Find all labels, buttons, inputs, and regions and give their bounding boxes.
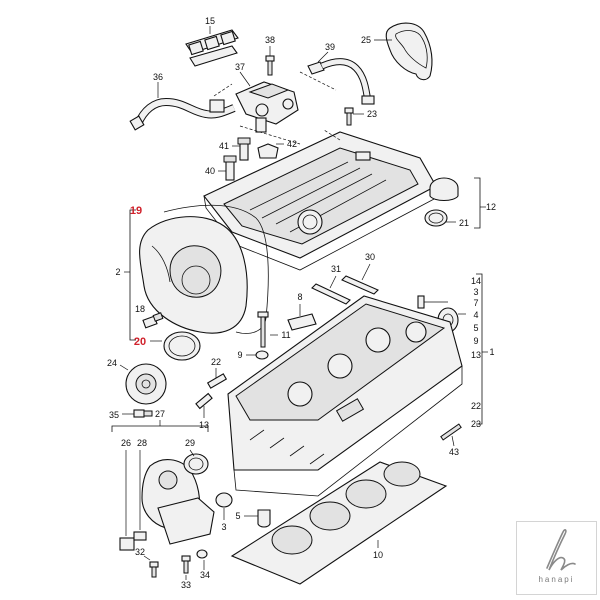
brand-logo: hanapi bbox=[516, 521, 597, 595]
callout-c2: 2 bbox=[115, 267, 120, 277]
callout-c23a: 23 bbox=[367, 109, 377, 119]
bolt-43 bbox=[440, 423, 462, 441]
callout-c29: 29 bbox=[185, 438, 195, 448]
callout-c14: 14 bbox=[471, 276, 481, 286]
breather-hose-36 bbox=[129, 97, 236, 131]
part-30 bbox=[341, 275, 379, 295]
callout-c43: 43 bbox=[449, 447, 459, 457]
callout-c13a: 13 bbox=[471, 350, 481, 360]
callout-c21: 21 bbox=[459, 218, 469, 228]
callout-c9a: 9 bbox=[237, 350, 242, 360]
callout-c37: 37 bbox=[235, 62, 245, 72]
bolt-35 bbox=[133, 409, 153, 418]
seal-29 bbox=[183, 453, 209, 475]
cap-26 bbox=[119, 537, 135, 551]
callout-c25: 25 bbox=[361, 35, 371, 45]
callout-c19: 19 bbox=[130, 205, 142, 217]
sensor-41 bbox=[237, 137, 251, 161]
callout-c3a: 3 bbox=[473, 287, 478, 297]
bolt-32 bbox=[149, 561, 159, 578]
part-31 bbox=[311, 283, 351, 305]
callout-c22a: 22 bbox=[211, 357, 221, 367]
pcv-valve-37 bbox=[235, 81, 299, 133]
callout-c27: 27 bbox=[155, 409, 165, 419]
valve-40 bbox=[223, 155, 237, 181]
vacuum-pump-gasket bbox=[385, 22, 433, 81]
callout-c3b: 3 bbox=[221, 522, 226, 532]
callout-c22b: 22 bbox=[471, 401, 481, 411]
bolt-33 bbox=[181, 555, 191, 574]
callout-c33: 33 bbox=[181, 580, 191, 590]
bolt-11 bbox=[257, 311, 269, 348]
callout-c10: 10 bbox=[373, 550, 383, 560]
camshaft-sprocket-24 bbox=[125, 363, 167, 405]
intake-gasket-set bbox=[185, 29, 239, 67]
callout-c8: 8 bbox=[297, 292, 302, 302]
callout-c31: 31 bbox=[331, 264, 341, 274]
callout-c28: 28 bbox=[137, 438, 147, 448]
callout-c9b: 9 bbox=[473, 336, 478, 346]
callout-c12: 12 bbox=[486, 202, 496, 212]
callout-c38: 38 bbox=[265, 35, 275, 45]
pin-7 bbox=[417, 295, 425, 309]
brand-name: hanapi bbox=[538, 575, 575, 584]
plug-42 bbox=[257, 143, 279, 159]
breather-hose-39 bbox=[307, 58, 375, 105]
dowel-13 bbox=[195, 392, 213, 410]
dowel-22 bbox=[206, 373, 228, 389]
washer-9 bbox=[255, 350, 269, 360]
callout-c1: 1 bbox=[489, 347, 494, 357]
valve-cover-14 bbox=[203, 131, 437, 271]
callout-c39: 39 bbox=[325, 42, 335, 52]
sensor-18 bbox=[142, 312, 164, 329]
seal-20 bbox=[163, 331, 201, 361]
oil-filler-cap bbox=[424, 177, 459, 227]
callout-c40: 40 bbox=[205, 166, 215, 176]
plug-28 bbox=[133, 531, 147, 541]
callout-c36: 36 bbox=[153, 72, 163, 82]
callout-c23b: 23 bbox=[471, 419, 481, 429]
callout-c15: 15 bbox=[205, 16, 215, 26]
timing-cover-gasket-19 bbox=[163, 204, 269, 334]
bracket-8 bbox=[287, 313, 317, 331]
bolt-38 bbox=[265, 55, 275, 76]
callout-c34: 34 bbox=[200, 570, 210, 580]
callout-c26: 26 bbox=[121, 438, 131, 448]
cup-5 bbox=[257, 509, 271, 528]
seal-3 bbox=[215, 492, 233, 508]
callout-c5a: 5 bbox=[473, 323, 478, 333]
callout-c4: 4 bbox=[473, 310, 478, 320]
callout-c32: 32 bbox=[135, 547, 145, 557]
head-gasket-10 bbox=[230, 461, 448, 585]
callout-c41: 41 bbox=[219, 141, 229, 151]
brand-signature-icon bbox=[546, 529, 576, 571]
callout-c35: 35 bbox=[109, 410, 119, 420]
housing-28 bbox=[141, 459, 215, 545]
callout-c13b: 13 bbox=[199, 420, 209, 430]
callout-c18: 18 bbox=[135, 304, 145, 314]
callout-c20: 20 bbox=[134, 336, 146, 348]
callout-c5b: 5 bbox=[235, 511, 240, 521]
timing-cover-2 bbox=[139, 216, 248, 334]
cylinder-head-1 bbox=[227, 295, 463, 497]
washer-34 bbox=[196, 549, 208, 559]
callout-c11: 11 bbox=[281, 330, 290, 340]
callout-c42: 42 bbox=[287, 139, 297, 149]
bolt-23-top bbox=[344, 107, 354, 126]
callout-c30: 30 bbox=[365, 252, 375, 262]
callout-c24: 24 bbox=[107, 358, 117, 368]
callout-c7: 7 bbox=[473, 298, 478, 308]
